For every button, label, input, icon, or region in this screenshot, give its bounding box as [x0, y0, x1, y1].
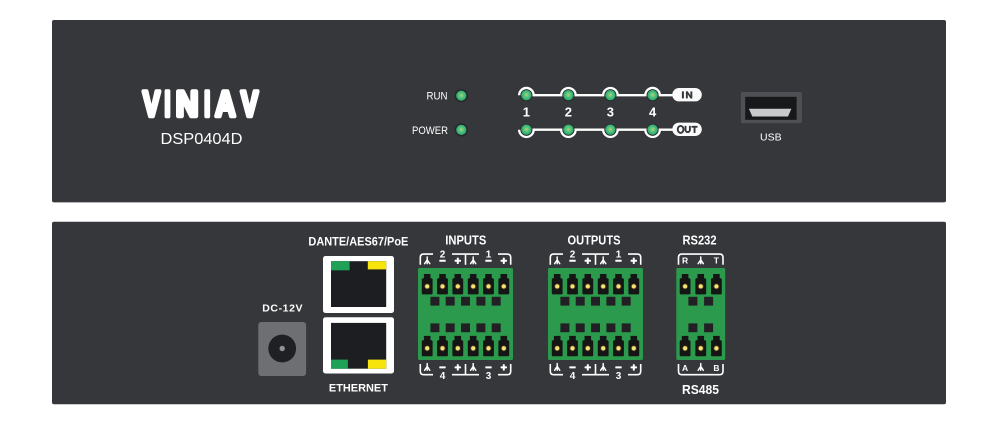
svg-text:2: 2	[440, 249, 446, 260]
svg-text:N: N	[176, 85, 198, 124]
svg-text:1: 1	[616, 249, 622, 260]
svg-text:I: I	[165, 86, 171, 125]
svg-text:V: V	[143, 84, 161, 124]
svg-text:INPUTS: INPUTS	[445, 233, 486, 248]
svg-text:DC-12V: DC-12V	[262, 302, 303, 314]
svg-text:3: 3	[616, 371, 622, 382]
svg-text:RS485: RS485	[682, 382, 719, 397]
svg-text:USB: USB	[760, 131, 782, 143]
svg-text:R: R	[682, 256, 688, 266]
svg-text:3: 3	[486, 371, 492, 382]
svg-text:T: T	[714, 256, 720, 266]
svg-text:3: 3	[607, 104, 614, 119]
svg-text:RS232: RS232	[683, 233, 717, 248]
svg-text:DSP0404D: DSP0404D	[161, 131, 243, 148]
svg-text:4: 4	[649, 104, 657, 119]
svg-text:2: 2	[565, 104, 572, 119]
svg-text:A: A	[215, 84, 235, 124]
svg-text:OUTPUTS: OUTPUTS	[568, 233, 621, 248]
svg-text:V: V	[241, 84, 259, 124]
svg-text:POWER: POWER	[412, 125, 448, 137]
svg-text:B: B	[713, 363, 719, 373]
svg-text:1: 1	[523, 104, 530, 119]
svg-text:ETHERNET: ETHERNET	[329, 383, 388, 395]
svg-text:2: 2	[570, 249, 576, 260]
svg-text:RUN: RUN	[427, 91, 448, 103]
svg-text:I: I	[204, 86, 210, 125]
svg-text:1: 1	[486, 249, 492, 260]
svg-text:DANTE/AES67/PoE: DANTE/AES67/PoE	[308, 234, 408, 248]
svg-text:4: 4	[440, 371, 446, 382]
svg-text:A: A	[682, 363, 688, 373]
svg-text:4: 4	[570, 371, 576, 382]
